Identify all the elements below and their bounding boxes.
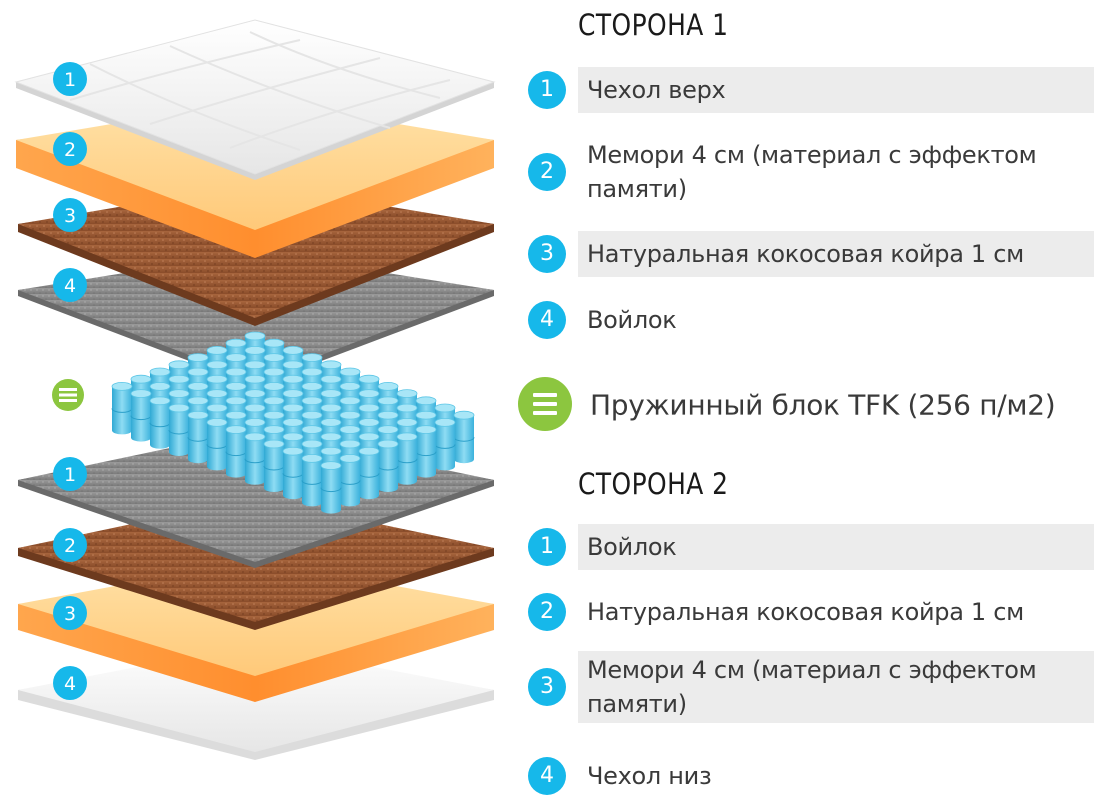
spring-coil xyxy=(339,453,361,507)
side-1-item-2: 2 Мемори 4 см (материал с эффектом памят… xyxy=(528,136,1094,208)
item-label: Войлок xyxy=(587,306,677,334)
spring-coil xyxy=(453,410,475,464)
spring-block xyxy=(111,331,475,514)
svg-text:2: 2 xyxy=(64,535,76,557)
row-background xyxy=(578,651,1094,723)
side-2-item-3: 3 Мемори 4 см (материал с эффектом памят… xyxy=(528,651,1094,723)
svg-text:1: 1 xyxy=(64,464,76,486)
diagram-badge-top-3: 3 xyxy=(53,198,87,232)
spring-coil xyxy=(301,453,323,507)
side-2-item-4: 4 Чехол низ xyxy=(528,753,1094,799)
diagram-badge-bottom-3: 3 xyxy=(53,596,87,630)
spring-coil xyxy=(111,381,133,435)
spring-coil xyxy=(434,417,456,471)
spring-coil xyxy=(320,461,342,514)
svg-text:4: 4 xyxy=(64,673,76,695)
diagram-badge-top-2: 2 xyxy=(53,132,87,166)
number-badge: 2 xyxy=(528,153,566,191)
svg-text:3: 3 xyxy=(64,205,76,227)
diagram-badge-top-4: 4 xyxy=(53,268,87,302)
spring-coil xyxy=(396,432,418,485)
svg-text:3: 3 xyxy=(64,603,76,625)
spring-coil xyxy=(206,417,228,471)
svg-text:4: 4 xyxy=(64,275,76,297)
item-label: Войлок xyxy=(587,533,677,561)
mattress-layers-diagram: 1 2 3 4 1 2 3 4 xyxy=(14,19,496,760)
diagram-badge-bottom-4: 4 xyxy=(53,666,87,700)
item-label: Натуральная кокосовая койра 1 см xyxy=(587,240,1024,268)
number-badge: 4 xyxy=(528,301,566,339)
item-label: Мемори 4 см (материал с эффектом памяти) xyxy=(587,141,1037,203)
side-1-title: СТОРОНА 1 xyxy=(578,8,729,42)
spring-coil xyxy=(168,403,190,456)
number-badge: 1 xyxy=(528,71,566,109)
spring-coil xyxy=(263,439,285,492)
spring-block-row: Пружинный блок TFK (256 п/м2) xyxy=(518,377,1098,433)
item-label: Чехол верх xyxy=(587,76,726,104)
spring-coil xyxy=(415,425,437,478)
spring-coil xyxy=(149,396,171,449)
row-background xyxy=(578,231,1094,277)
side-1-item-4: 4 Войлок xyxy=(528,297,1094,343)
item-label: Чехол низ xyxy=(587,762,712,790)
spring-coil xyxy=(130,389,152,442)
spring-block-icon xyxy=(518,377,572,431)
item-label: Натуральная кокосовая койра 1 см xyxy=(587,598,1024,626)
diagram-badge-top-1: 1 xyxy=(53,62,87,96)
row-background xyxy=(578,67,1094,113)
spring-block-label: Пружинный блок TFK (256 п/м2) xyxy=(590,388,1056,422)
number-badge: 3 xyxy=(528,235,566,273)
side-1-item-1: 1 Чехол верх xyxy=(528,67,1094,113)
spring-coil xyxy=(187,410,209,464)
svg-text:1: 1 xyxy=(64,69,76,91)
svg-text:2: 2 xyxy=(64,139,76,161)
diagram-spring-badge xyxy=(52,379,84,411)
item-label: Мемори 4 см (материал с эффектом памяти) xyxy=(587,656,1037,718)
side-2-item-2: 2 Натуральная кокосовая койра 1 см xyxy=(528,589,1094,635)
number-badge: 1 xyxy=(528,528,566,566)
side-2-item-1: 1 Войлок xyxy=(528,524,1094,570)
row-background xyxy=(578,524,1094,570)
side-1-item-3: 3 Натуральная кокосовая койра 1 см xyxy=(528,231,1094,277)
spring-coil xyxy=(377,439,399,492)
diagram-badge-bottom-1: 1 xyxy=(53,457,87,491)
spring-coil xyxy=(358,446,380,500)
spring-coil xyxy=(225,425,247,478)
spring-coil xyxy=(282,446,304,500)
number-badge: 4 xyxy=(528,757,566,795)
number-badge: 3 xyxy=(528,668,566,706)
diagram-badge-bottom-2: 2 xyxy=(53,528,87,562)
side-2-title: СТОРОНА 2 xyxy=(578,467,729,501)
spring-coil xyxy=(244,432,266,485)
number-badge: 2 xyxy=(528,593,566,631)
top-cover-layer xyxy=(14,19,496,180)
